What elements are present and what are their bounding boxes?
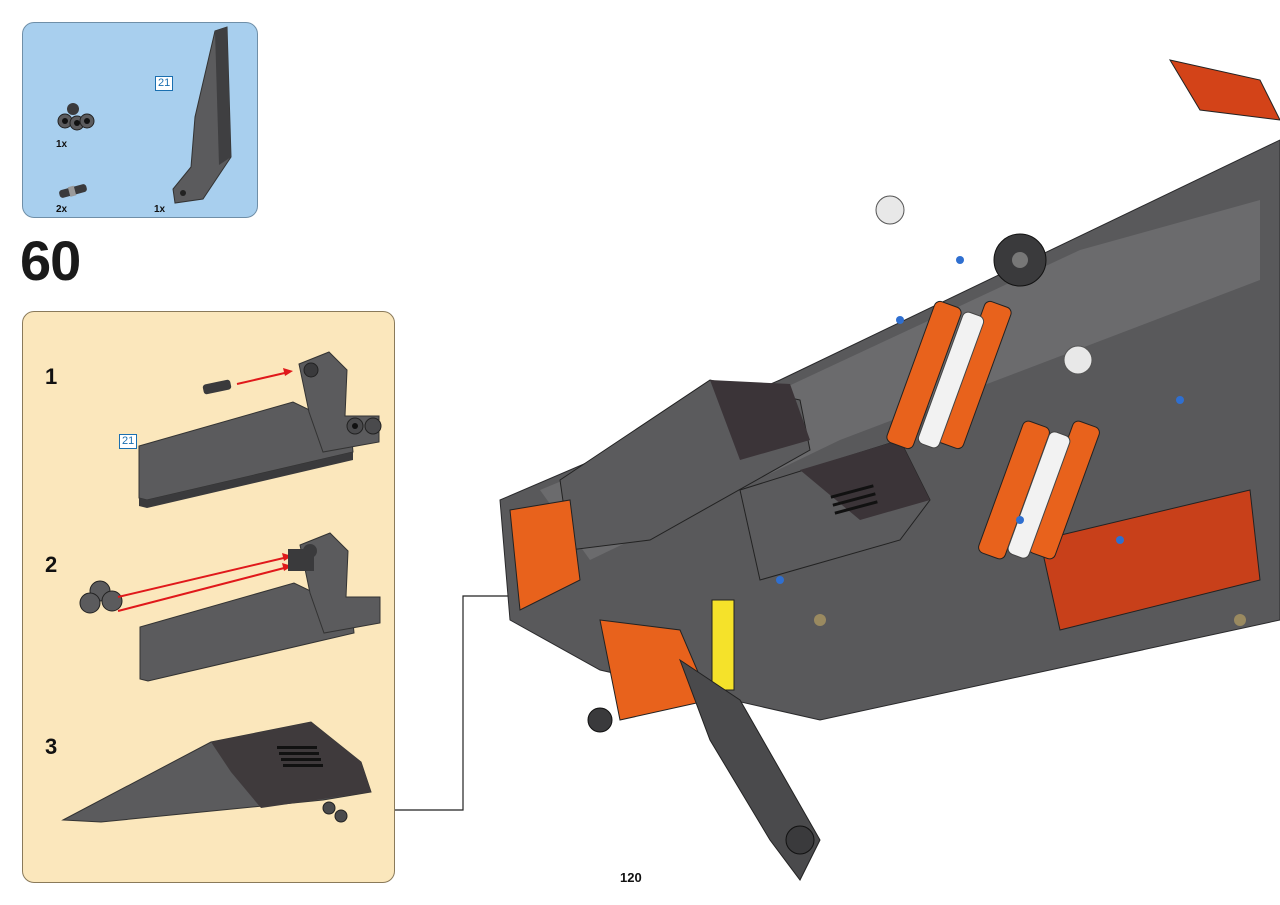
connector-hub-part-icon: [57, 103, 95, 131]
substep-2-illustration: [79, 532, 381, 682]
reference-tag: 21: [155, 76, 174, 91]
substep-3-illustration: [61, 721, 372, 823]
quantity-label: 1x: [154, 204, 166, 215]
substep-2-label: 2: [45, 552, 58, 577]
step-number: 60: [20, 229, 81, 292]
reference-tag: 21: [119, 434, 138, 449]
quantity-label: 2x: [56, 204, 68, 215]
quantity-label: 1x: [56, 139, 68, 150]
substeps-panel: 1 2 3 21: [22, 311, 395, 883]
main-model-illustration: [499, 59, 1280, 881]
page-number: 120: [620, 870, 642, 885]
substep-1-illustration: [138, 351, 382, 508]
parts-list-panel: 1x 2x 21 1x: [22, 22, 258, 218]
fairing-panel-part-icon: [172, 26, 232, 204]
substep-1-label: 1: [45, 364, 58, 389]
axle-pin-part-icon: [59, 184, 87, 198]
substep-3-label: 3: [45, 734, 58, 759]
